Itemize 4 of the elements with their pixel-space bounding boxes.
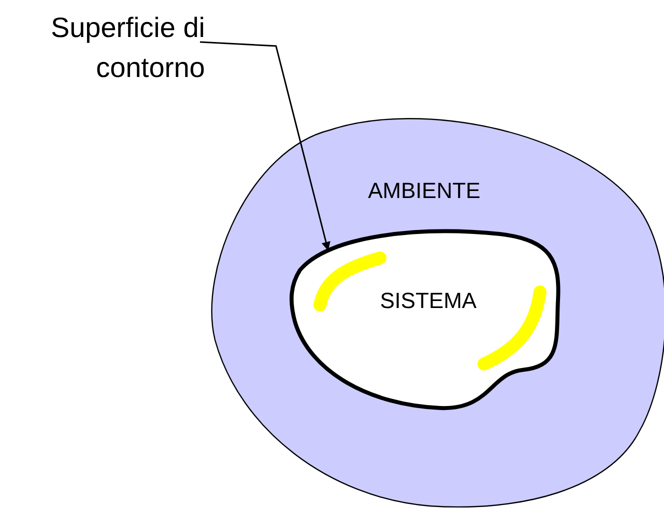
callout-label: Superficie di contorno <box>50 11 205 85</box>
leader-line <box>200 41 330 251</box>
system-label: SISTEMA <box>380 288 477 314</box>
environment-label: AMBIENTE <box>368 178 480 204</box>
